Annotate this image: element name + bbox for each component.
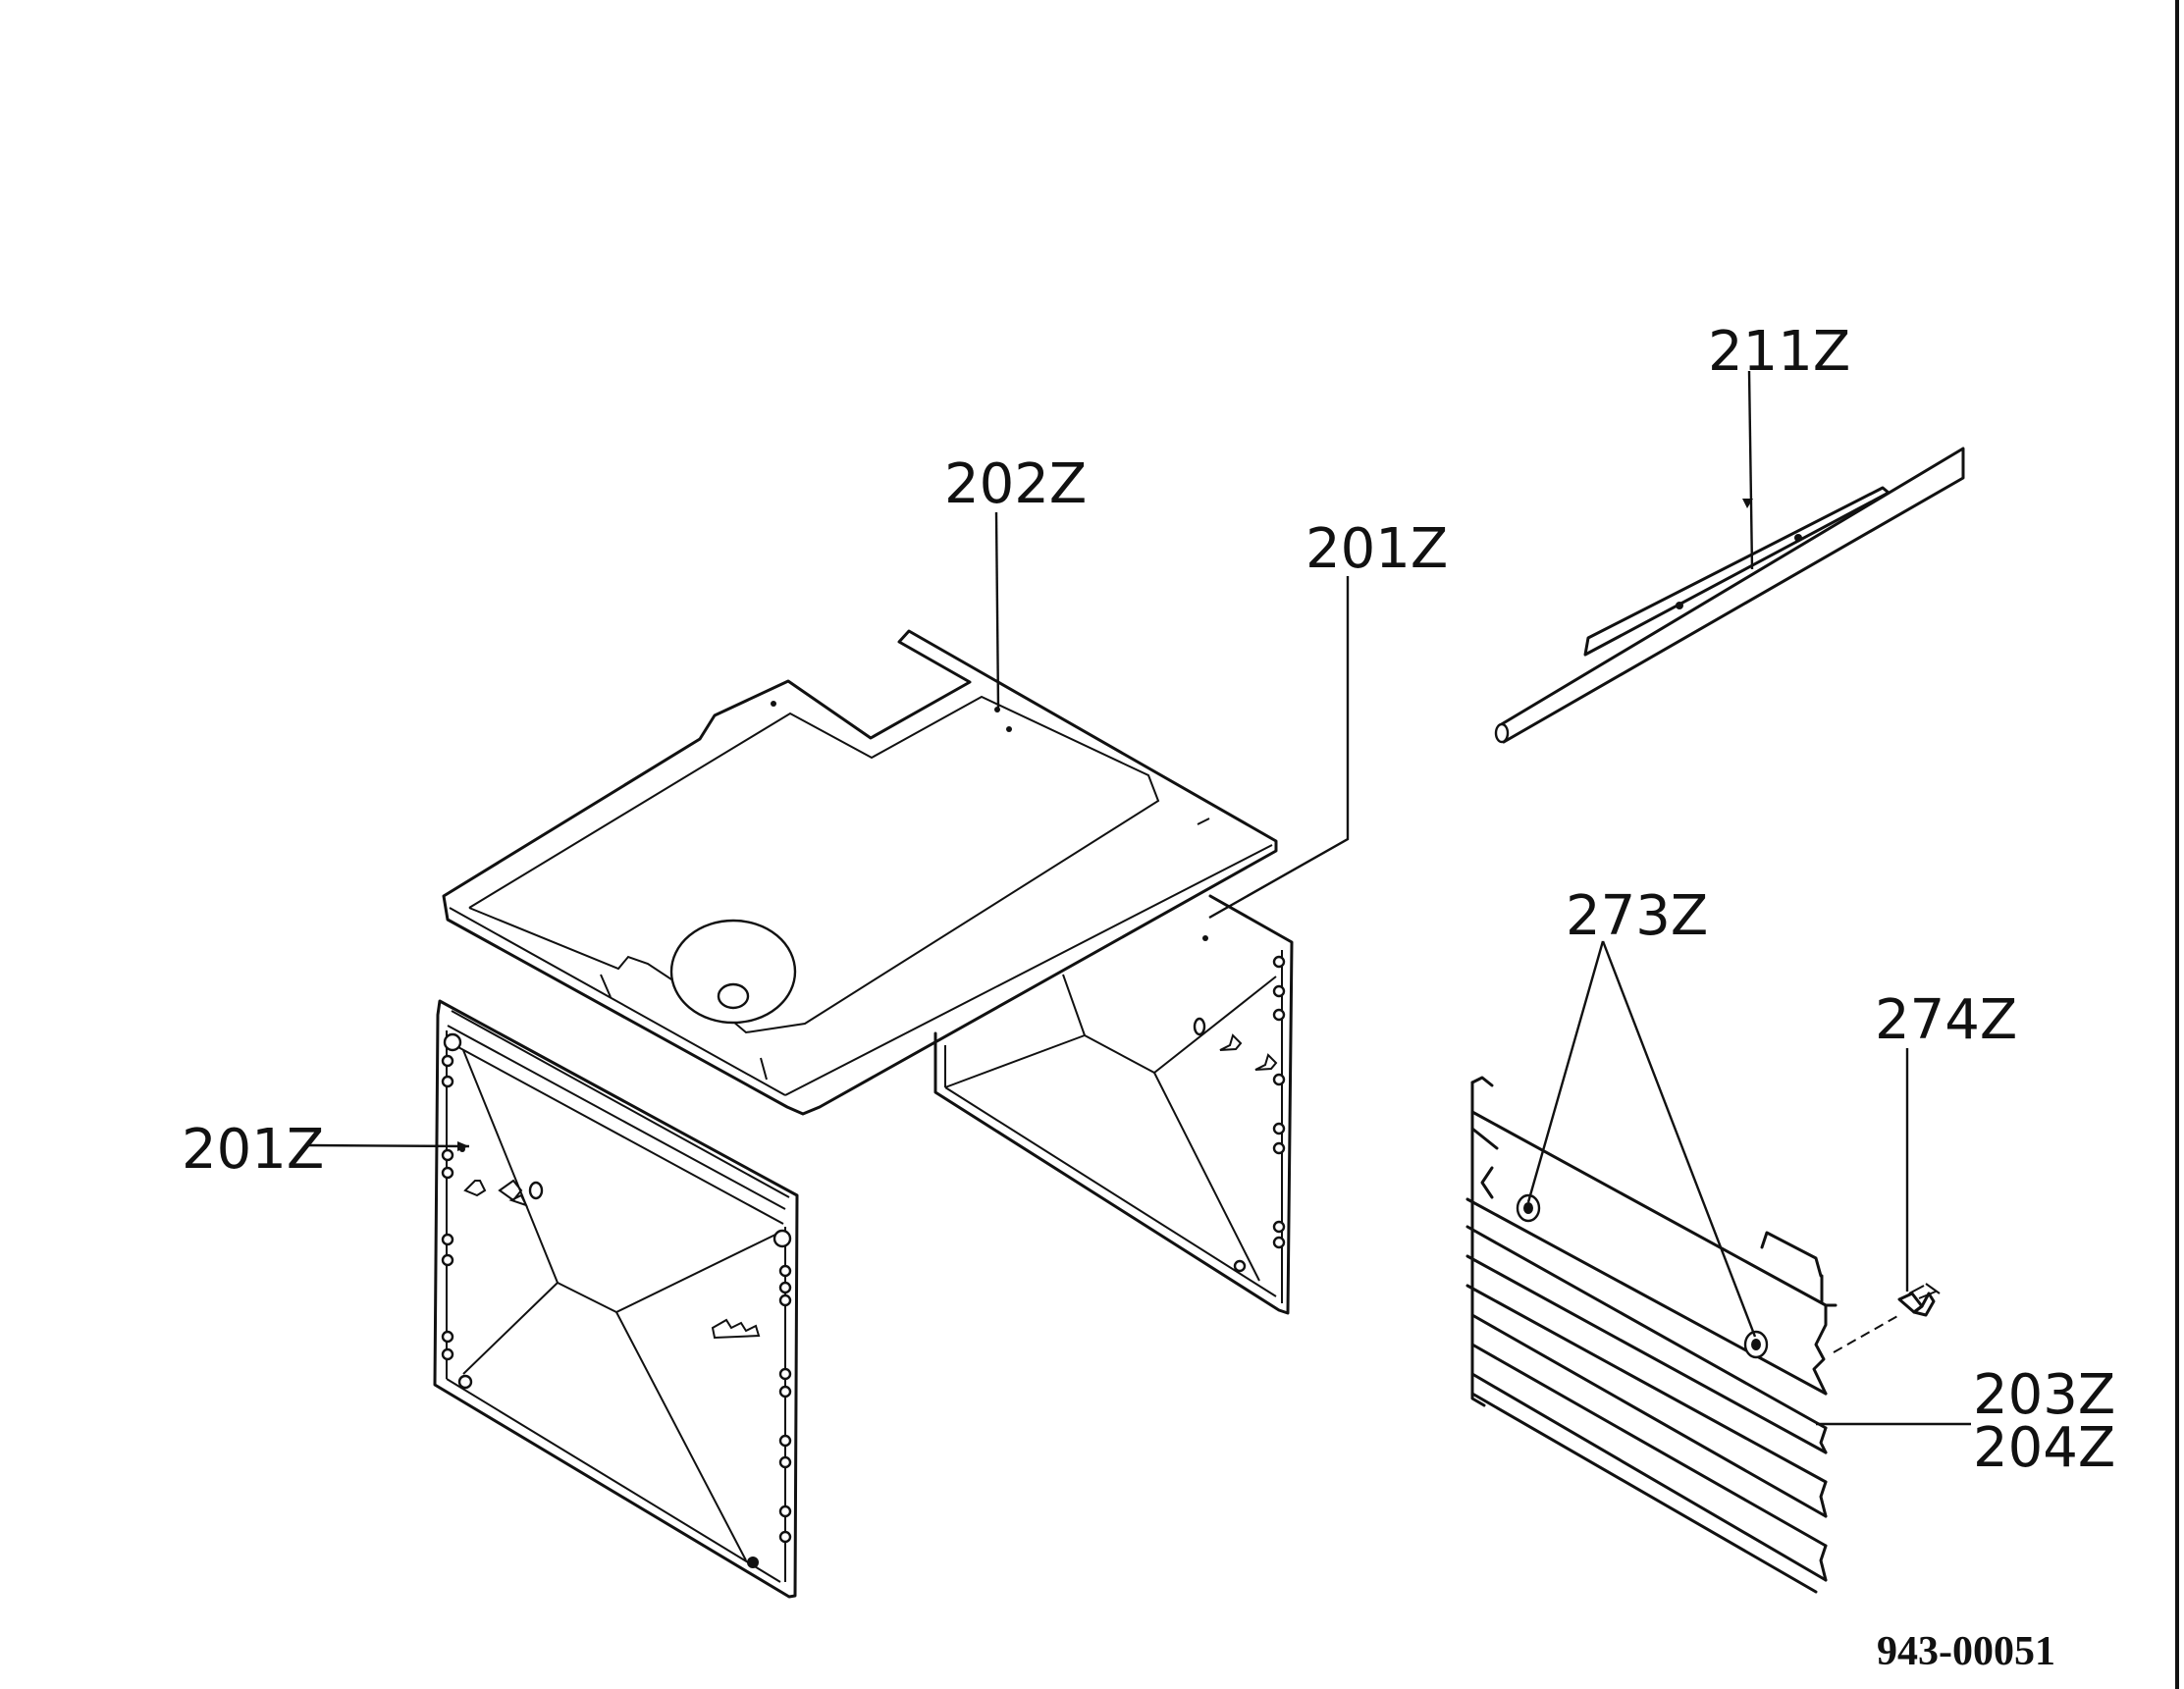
part-203z-204z-wire-rack[interactable] [1465, 1076, 1838, 1594]
leader-273z-a [1526, 940, 1605, 1203]
callout-201z-top: 201Z [1305, 517, 1448, 581]
leader-lines [306, 370, 1971, 1426]
drawing-number: 943-00051 [1877, 1629, 2055, 1674]
callout-203z: 203Z [1973, 1363, 2115, 1427]
leader-273z-b [1601, 940, 1757, 1338]
callout-274z: 274Z [1875, 988, 2017, 1052]
callout-204z: 204Z [1973, 1416, 2115, 1480]
part-201z-side-panel-right[interactable] [933, 894, 1294, 1315]
part-274z-screw[interactable] [1833, 1283, 1941, 1353]
callout-211z: 211Z [1708, 320, 1850, 384]
part-211z-rail[interactable] [1494, 447, 1965, 744]
callout-202z: 202Z [944, 452, 1087, 516]
part-201z-side-panel-left[interactable] [433, 999, 799, 1599]
leader-202z [994, 511, 1000, 709]
leader-211z [1747, 370, 1754, 570]
leader-201z-left [306, 1143, 470, 1148]
part-202z-top-plate[interactable] [442, 629, 1278, 1116]
callout-273z: 273Z [1566, 884, 1708, 948]
callout-201z-left: 201Z [182, 1118, 324, 1182]
leader-201z-top [1208, 576, 1350, 920]
